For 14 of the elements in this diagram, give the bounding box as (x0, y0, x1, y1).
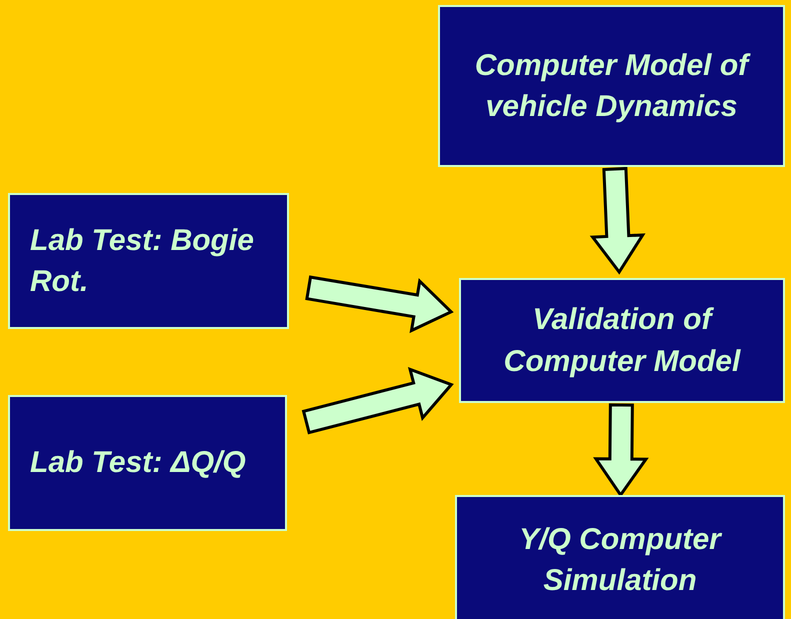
block-arrow (305, 275, 454, 334)
box-label: Computer Model of vehicle Dynamics (474, 48, 752, 125)
process-box (459, 278, 785, 403)
box-label: Lab Test: ΔQ/Q (30, 445, 246, 482)
block-arrow (593, 403, 649, 498)
block-arrow (590, 166, 646, 275)
block-arrow (302, 367, 454, 434)
process-box (438, 5, 785, 167)
process-box (8, 395, 287, 531)
box-label: Lab Test: Bogie Rot. (30, 222, 255, 300)
box-label: Validation of Computer Model (502, 302, 742, 380)
box-label: Y/Q Computer Simulation (518, 522, 724, 599)
process-box (455, 495, 785, 619)
process-box (8, 193, 289, 329)
